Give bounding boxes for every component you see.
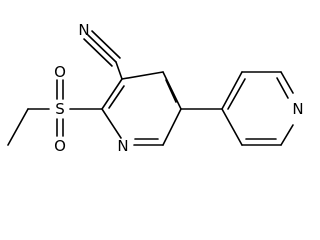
atom-label-sulfonyl-s: S (55, 100, 65, 118)
bond-right-c4-c3 (221, 71, 243, 110)
bond-right-c2-n-inner (276, 77, 289, 99)
bond-n1-c2 (101, 108, 122, 139)
bond-ethyl (7, 108, 29, 146)
atom-label-nitrile-n: N (78, 21, 89, 39)
bond-nitrile-triple-1 (87, 34, 117, 63)
bond-c2-c3-inner (108, 85, 125, 109)
bond-right-c5-c4 (221, 108, 243, 146)
structure-canvas: N S O O N N (7, 21, 304, 155)
bond-c2-c3 (101, 78, 123, 110)
bond-right-c4-c3-inner (227, 78, 246, 110)
bond-c4-c5 (162, 71, 182, 110)
bond-right-n-c6 (280, 124, 294, 146)
atom-label-sulfonyl-o-top: O (54, 63, 66, 81)
bond-c5-c6 (162, 108, 182, 146)
bond-c3-cn (115, 61, 123, 80)
atom-label-sulfonyl-o-bottom: O (54, 137, 66, 155)
bond-nitrile-triple-2 (91, 30, 121, 59)
bond-c4-c5-inner (165, 79, 177, 103)
bond-nitrile-triple-3 (83, 38, 113, 67)
bond-c3-c4 (121, 71, 164, 80)
molecule-drawing: N S O O N N (7, 21, 304, 155)
atom-label-pyridine-n-right: N (292, 100, 303, 118)
bond-right-c2-n (280, 71, 294, 94)
atom-label-pyridine-n-left: N (117, 137, 128, 155)
